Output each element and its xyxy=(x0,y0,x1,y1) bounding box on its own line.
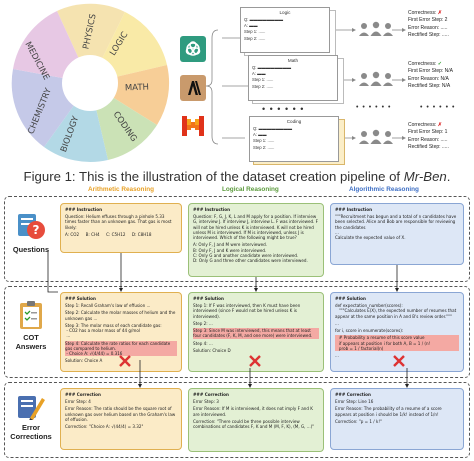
col-header-arithmetic: Arithmetic Reasoning xyxy=(88,186,155,193)
chatgpt-logo-icon xyxy=(180,36,206,62)
doc-logic: Logic Q: ▬▬▬▬▬▬▬▬ A: ▬▬ Step 1: ...... S… xyxy=(240,7,330,53)
cot-answers-icon xyxy=(20,301,42,329)
error-step-highlight: # Probability a resume of this score val… xyxy=(335,335,459,352)
card-solution-logical: ### Solution Step 1: If F was interviewe… xyxy=(188,292,324,372)
result-coding: Correctness: ✗ First Error Step: 1 Error… xyxy=(408,122,449,150)
svg-text:?: ? xyxy=(33,223,40,237)
row-box-cot xyxy=(4,286,470,378)
ellipsis-results: • • • • • • xyxy=(420,104,456,111)
wrong-mark-icon xyxy=(119,355,131,367)
questions-icon: ? xyxy=(18,214,45,239)
row-label-errors: Error Corrections xyxy=(10,423,52,441)
card-correction-arithmetic: ### Correction Error Step: 4 Error Reaso… xyxy=(60,388,182,450)
row-label-questions: Questions xyxy=(12,245,50,254)
card-correction-logical: ### Correction Error Step: 3 Error Reaso… xyxy=(188,388,324,452)
wheel-label-math: MATH xyxy=(125,83,149,94)
col-header-algorithmic: Algorithmic Reasoning xyxy=(349,186,419,193)
pipeline-connectors xyxy=(205,28,406,145)
doc-math: Math Q: ▬▬▬▬▬▬▬▬ A: ▬▬ Step 1: ...... St… xyxy=(248,55,338,101)
doc-coding: Coding Q: ▬▬▬▬▬▬▬▬ A: ▬▬ Step 1: ...... … xyxy=(249,116,339,162)
wrong-mark-icon xyxy=(393,355,405,367)
ellipsis-annotators: • • • • • • xyxy=(356,104,392,111)
wheel-segment-physics xyxy=(57,3,125,83)
wrong-mark-icon xyxy=(249,355,261,367)
figure-caption: Figure 1: This is the illustration of th… xyxy=(23,169,451,184)
annotators-icons xyxy=(359,21,393,144)
mistral-logo-icon xyxy=(180,113,206,139)
anthropic-logo-icon xyxy=(180,75,206,101)
error-step-highlight: Step 4: Calculate the rate ratios for ea… xyxy=(65,340,177,357)
card-question-logical: ### Instruction Question: F, G, J, K, L … xyxy=(188,203,324,277)
ellipsis-docs: • • • • • • xyxy=(262,104,305,114)
error-step-highlight: Step 3: Since M was interviewed, this me… xyxy=(193,328,319,339)
result-logic: Correctness: ✗ First Error Step: 2 Error… xyxy=(408,10,449,38)
row-label-cot: COT Answers xyxy=(15,333,47,351)
col-header-logical: Logical Reasoning xyxy=(222,186,279,193)
row-box-questions xyxy=(4,196,470,282)
result-math: Correctness: ✓ First Error Step: N/A Err… xyxy=(408,61,454,89)
card-correction-algorithmic: ### Correction Error Step: Line 16 Error… xyxy=(330,388,464,450)
card-question-arithmetic: ### Instruction Question: Helium effuses… xyxy=(60,203,182,253)
card-question-algorithmic: ### Instruction """Recruitment has begun… xyxy=(330,203,464,265)
domain-wheel: PHYSICS LOGIC MATH CODING BIOLOGY CHEMIS… xyxy=(11,3,170,163)
row-box-errors xyxy=(4,382,470,458)
card-solution-arithmetic: ### Solution Step 1: Recall Graham's law… xyxy=(60,292,182,372)
error-corrections-icon xyxy=(18,396,45,420)
